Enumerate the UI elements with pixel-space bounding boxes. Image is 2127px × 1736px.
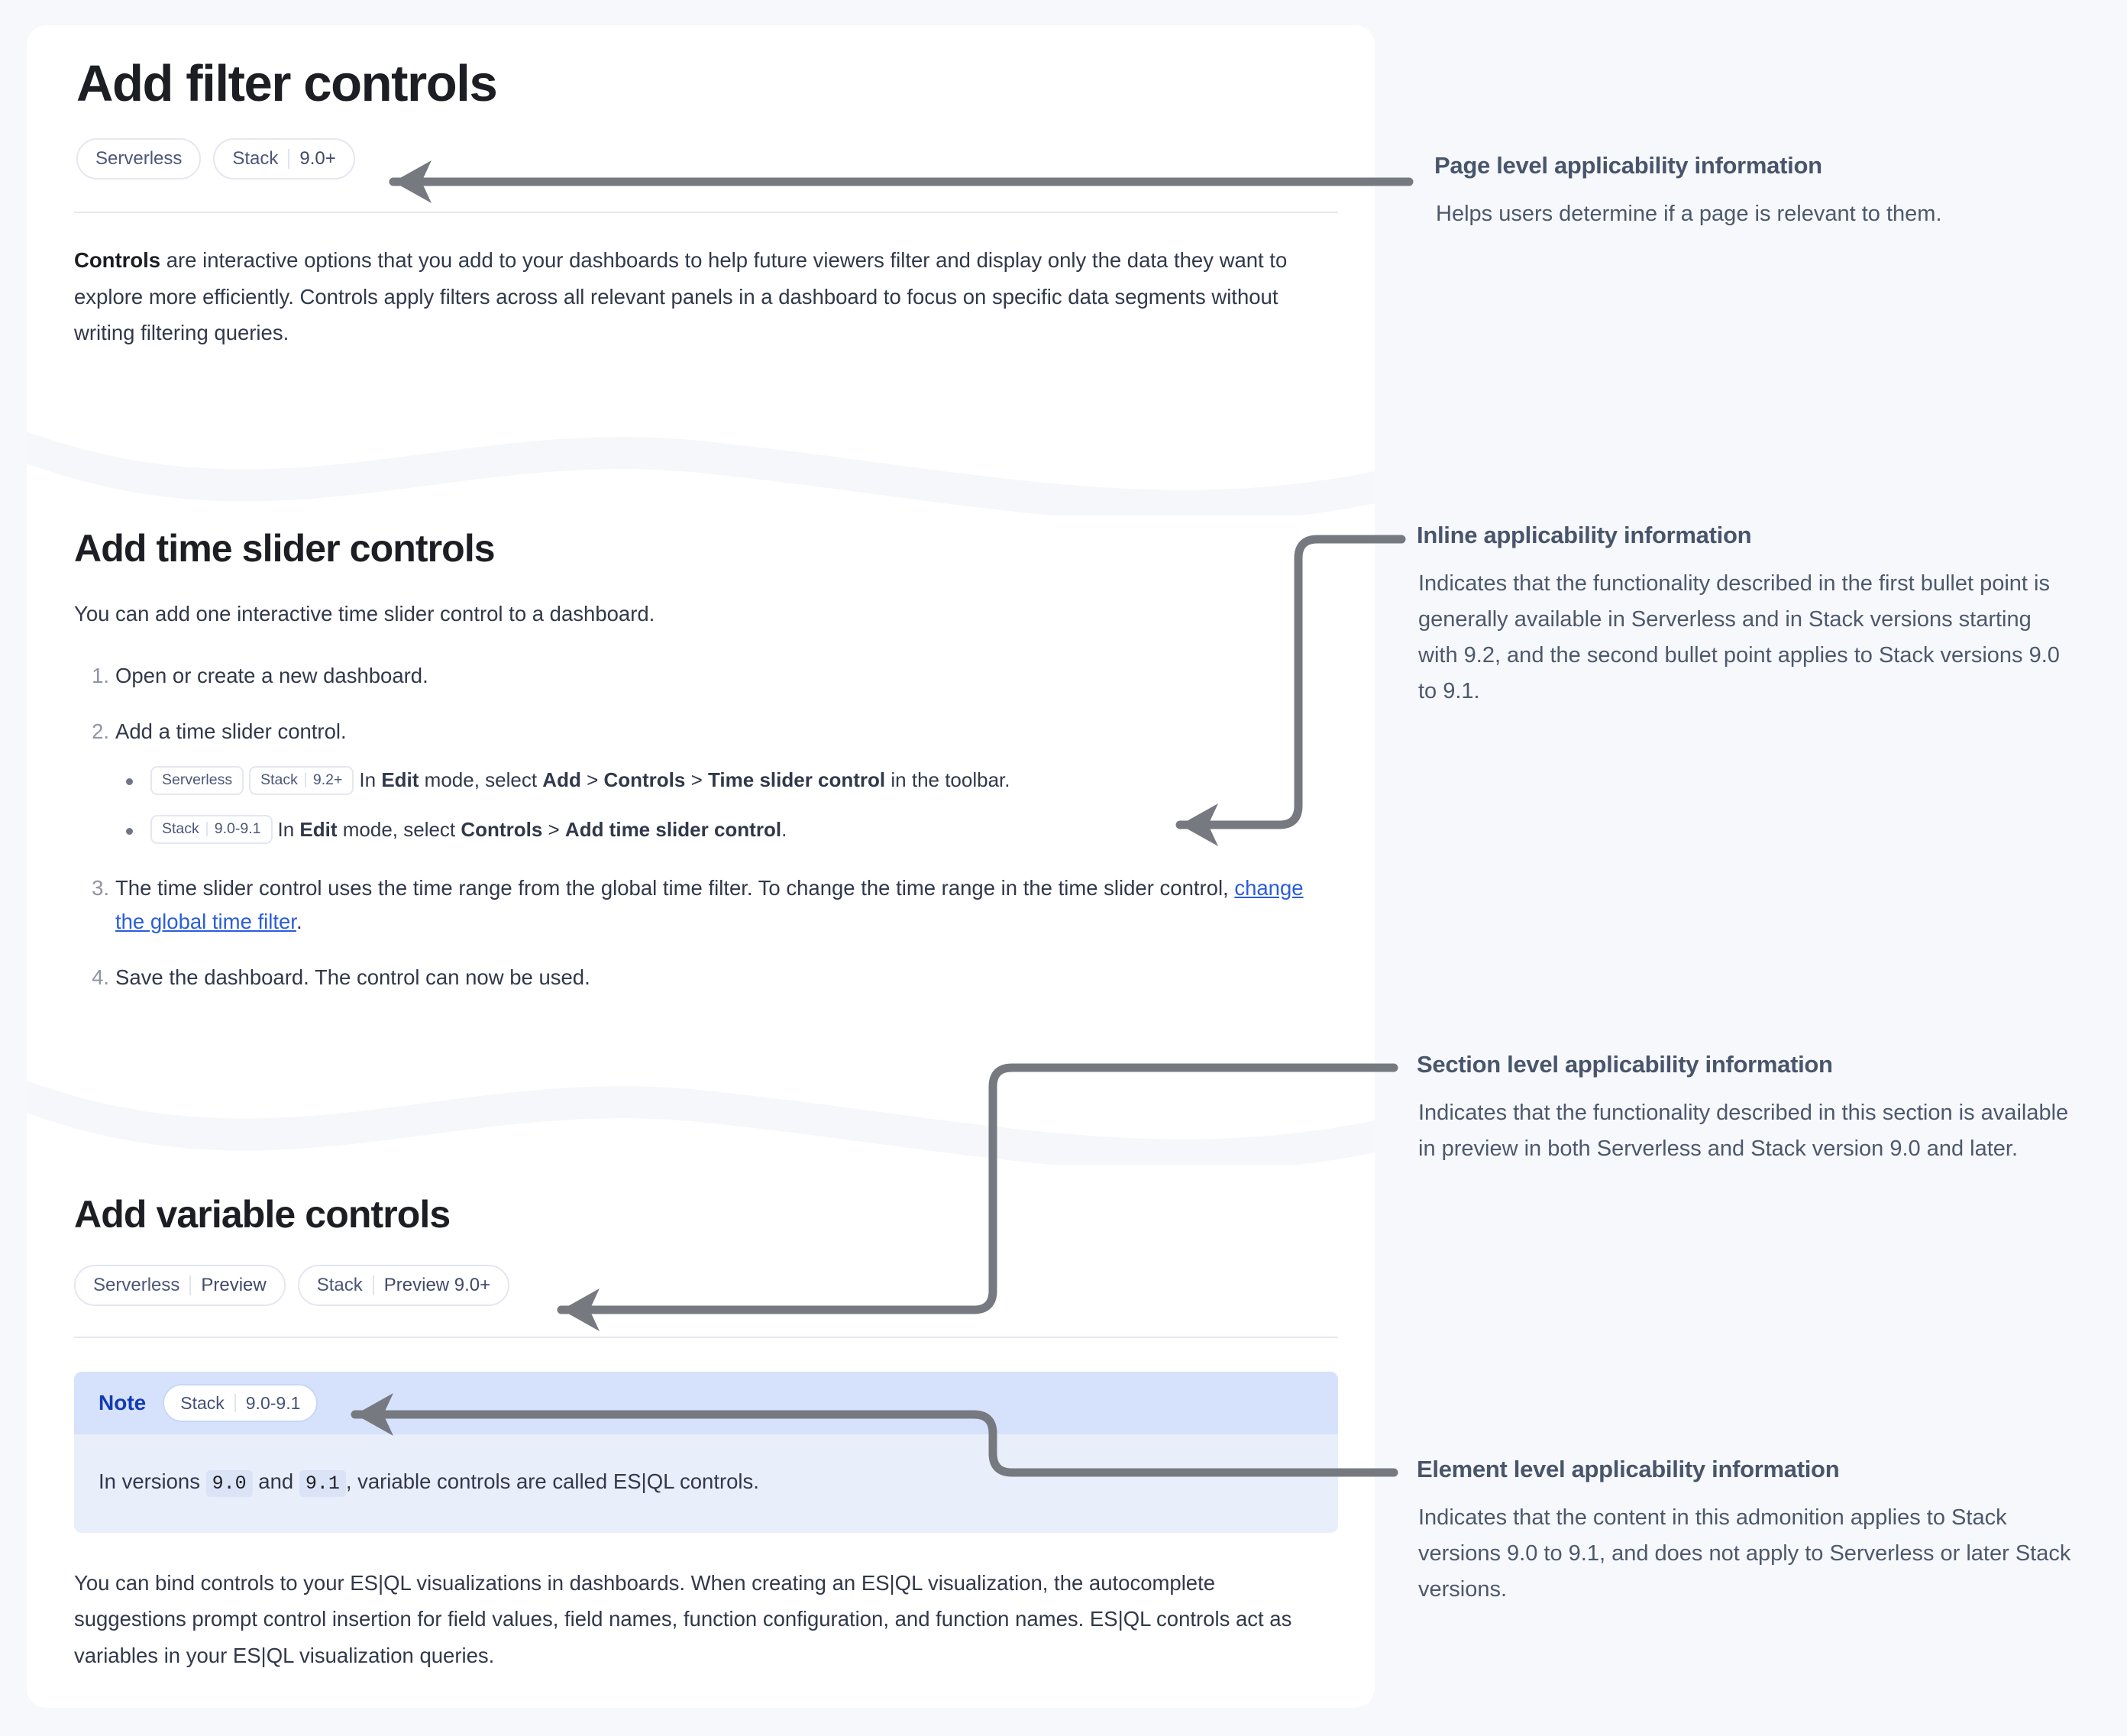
annotation-title: Element level applicability information	[1417, 1456, 1840, 1482]
sub-bullet-suffix: in the toolbar.	[885, 768, 1010, 792]
intro-lead: Controls	[74, 248, 161, 273]
step-sub-bullets: Serverless Stack 9.2+ In Edit mode, sele…	[115, 765, 1333, 845]
annotation-page-level: Page level applicability information Hel…	[1434, 151, 2076, 232]
badge-name: Serverless	[162, 771, 233, 788]
intro-rest: are interactive options that you add to …	[74, 248, 1288, 344]
badge-name: Stack	[260, 771, 298, 788]
step-item: 4. Save the dashboard. The control can n…	[80, 961, 1333, 995]
menu-path-2: Add time slider control	[564, 817, 782, 841]
note-text-pre: In versions	[99, 1469, 206, 1493]
step-text: The time slider control uses the time ra…	[115, 875, 1235, 900]
badge-name: Stack	[162, 820, 199, 838]
step-text: Add a time slider control.	[115, 719, 347, 743]
badge-name: Stack	[316, 1275, 363, 1295]
inline-badge-serverless[interactable]: Serverless	[150, 765, 244, 795]
annotation-text: Helps users determine if a page is relev…	[1436, 201, 1942, 226]
inline-badge-stack[interactable]: Stack 9.2+	[249, 765, 354, 795]
annotation-title: Section level applicability information	[1417, 1051, 1833, 1078]
annotation-element-level: Element level applicability information …	[1417, 1455, 2074, 1608]
step-item: 3. The time slider control uses the time…	[80, 871, 1333, 939]
intro-paragraph: Controls are interactive options that yo…	[74, 242, 1319, 351]
annotation-title: Inline applicability information	[1417, 522, 1752, 548]
menu-path-1: Controls	[461, 817, 543, 841]
badge-version: 9.2+	[312, 771, 343, 788]
step-number: 1.	[92, 664, 109, 688]
sub-bullet-prefix: In	[359, 768, 382, 792]
sub-bullet-mid: mode, select	[337, 817, 461, 841]
badge-name: Stack	[232, 148, 279, 170]
step-text: Save the dashboard. The control can now …	[115, 965, 590, 989]
section-heading-time-slider: Add time slider controls	[74, 527, 496, 570]
step-text: Open or create a new dashboard.	[115, 664, 428, 688]
step-item: 1. Open or create a new dashboard.	[80, 659, 1333, 693]
page-title: Add filter controls	[76, 55, 498, 112]
menu-path-3: Time slider control	[708, 768, 886, 792]
note-body: In versions 9.0 and 9.1, variable contro…	[74, 1434, 1338, 1533]
badge-version: 9.0-9.1	[245, 1392, 301, 1413]
sub-bullet-mid: mode, select	[419, 768, 543, 792]
sub-bullet-item: Serverless Stack 9.2+ In Edit mode, sele…	[115, 765, 1333, 796]
bullet-dot-icon	[126, 827, 133, 835]
step-text-tail: .	[296, 910, 302, 934]
variable-controls-paragraph: You can bind controls to your ES|QL visu…	[74, 1571, 1292, 1667]
header-rule	[74, 212, 1338, 214]
badge-divider	[372, 1275, 374, 1295]
badge-divider	[234, 1394, 236, 1412]
applicability-badge-stack-preview[interactable]: Stack Preview 9.0+	[297, 1265, 510, 1306]
badge-divider	[205, 822, 208, 837]
annotation-text: Indicates that the functionality describ…	[1418, 1100, 2069, 1161]
annotation-text: Indicates that the functionality describ…	[1418, 571, 2060, 703]
applicability-badge-serverless-preview[interactable]: Serverless Preview	[74, 1265, 286, 1306]
sub-bullet-item: Stack 9.0-9.1 In Edit mode, select Contr…	[115, 814, 1333, 845]
page-applicability-badges: Serverless Stack 9.0+	[76, 138, 1375, 180]
documentation-card: Add filter controls Serverless Stack 9.0…	[27, 25, 1375, 1708]
time-slider-steps: 1. Open or create a new dashboard. 2. Ad…	[80, 659, 1333, 994]
badge-version: 9.0+	[299, 148, 336, 170]
annotation-text: Indicates that the content in this admon…	[1418, 1505, 2071, 1602]
note-text-post: , variable controls are called ES|QL con…	[345, 1469, 759, 1493]
section-applicability-badges: Serverless Preview Stack Preview 9.0+	[74, 1265, 1375, 1306]
menu-path-1: Add	[542, 768, 581, 792]
badge-version: Preview 9.0+	[383, 1275, 491, 1295]
bullet-dot-icon	[126, 778, 133, 786]
section-rule	[74, 1337, 1338, 1338]
badge-divider	[304, 773, 306, 788]
annotation-section-level: Section level applicability information …	[1417, 1050, 2074, 1167]
badge-divider	[189, 1275, 192, 1295]
menu-path-2: Controls	[603, 768, 686, 792]
annotation-title: Page level applicability information	[1434, 152, 1822, 179]
sub-bullet-suffix: .	[781, 817, 787, 841]
ui-mode-label: Edit	[299, 817, 338, 841]
section-wave-divider-2	[27, 1081, 1375, 1165]
note-header: Note Stack 9.0-9.1	[74, 1372, 1338, 1434]
sub-bullet-prefix: In	[277, 817, 300, 841]
annotation-inline: Inline applicability information Indicat…	[1417, 521, 2074, 710]
note-applicability-badge[interactable]: Stack 9.0-9.1	[163, 1384, 318, 1422]
step-number: 4.	[92, 965, 109, 989]
note-label: Note	[99, 1391, 147, 1414]
global-time-filter-link[interactable]: change the global time filter	[115, 875, 1304, 934]
badge-name: Stack	[180, 1392, 225, 1413]
badge-name: Serverless	[93, 1275, 180, 1295]
section-heading-variable-controls: Add variable controls	[74, 1193, 451, 1236]
note-text-mid: and	[252, 1469, 299, 1493]
section-wave-divider-1	[27, 432, 1375, 516]
badge-name: Serverless	[95, 148, 183, 170]
step-item: 2. Add a time slider control. Serverless…	[80, 715, 1333, 845]
badge-version: 9.0-9.1	[214, 820, 261, 838]
badge-version: Preview	[201, 1275, 267, 1295]
note-admonition: Note Stack 9.0-9.1 In versions 9.0 and 9…	[74, 1372, 1338, 1533]
step-number: 2.	[92, 719, 109, 743]
step-number: 3.	[92, 875, 109, 900]
applicability-badge-serverless[interactable]: Serverless	[76, 138, 202, 180]
code-version-90: 9.0	[205, 1470, 253, 1497]
ui-mode-label: Edit	[381, 768, 419, 792]
inline-badge-stack[interactable]: Stack 9.0-9.1	[150, 814, 273, 844]
code-version-91: 9.1	[299, 1470, 346, 1497]
time-slider-intro: You can add one interactive time slider …	[74, 602, 655, 626]
applicability-badge-stack[interactable]: Stack 9.0+	[213, 138, 355, 180]
badge-divider	[288, 149, 290, 170]
